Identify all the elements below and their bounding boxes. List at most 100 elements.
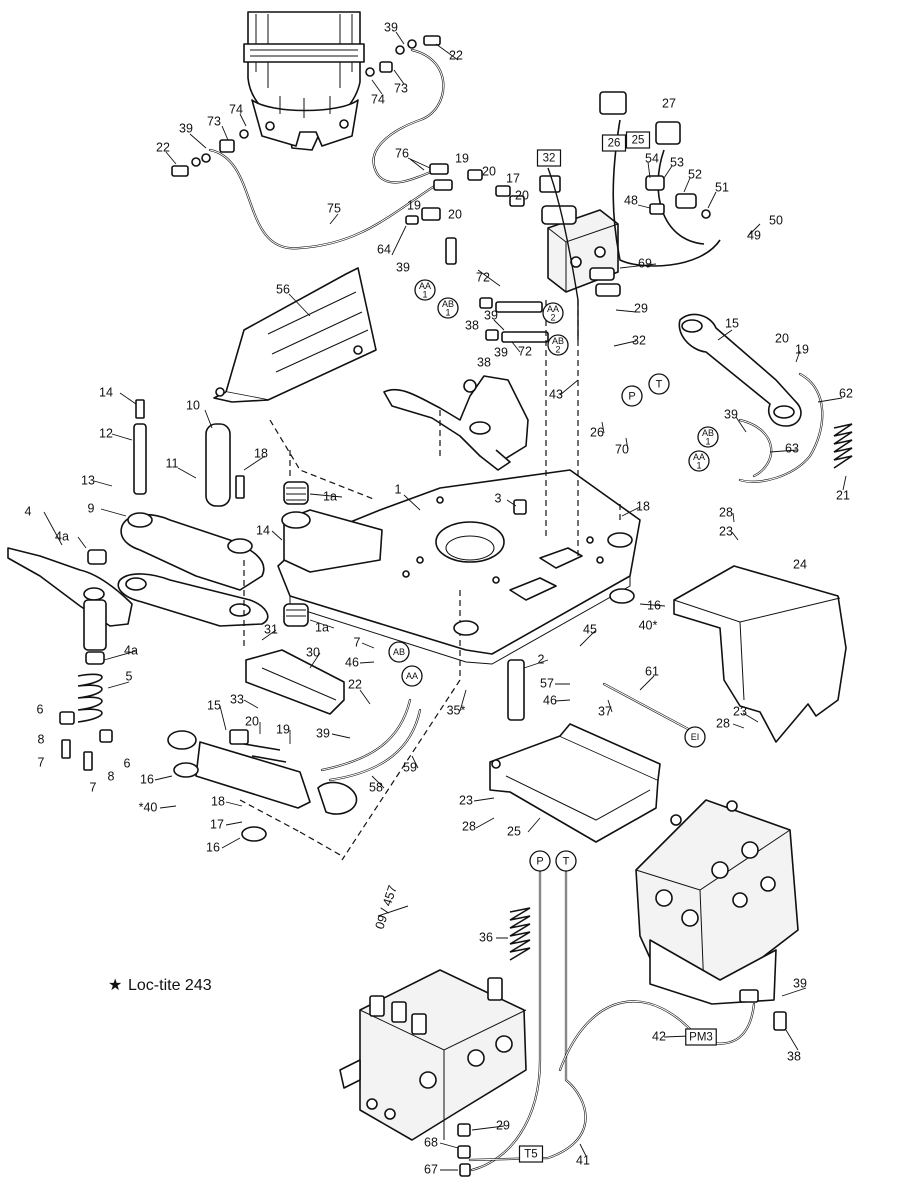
spring-21 [833,423,853,469]
part-label: 5 [126,669,133,683]
valve-block-69 [539,175,621,297]
part-label: 14 [99,385,113,399]
part-label: 4a [124,643,138,657]
part-label: 28 [462,819,476,833]
part-label: 40* [639,618,658,632]
port-circle-outline [414,279,436,301]
part-label: 3 [495,491,502,505]
part-label: 23 [733,704,747,718]
part-label: 22 [348,677,362,691]
valve-fittings [405,169,549,343]
bracket-56 [213,267,377,403]
boxed-label-text: T5 [524,1149,537,1161]
port-code: P [628,390,635,402]
part-label: 28 [719,505,733,519]
part-label: 21 [836,488,850,502]
port-circle-outline [688,450,710,472]
port-index: 1 [696,460,701,470]
part-label: 28 [716,716,730,730]
part-label: 22 [449,48,463,62]
part-label: 67 [424,1162,438,1176]
part-label: 46 [543,693,557,707]
part-label: 51 [715,180,729,194]
port-code: EI [691,732,700,742]
part-label: 20 [775,331,789,345]
part-label: 16 [206,840,220,854]
small-fasteners [59,399,245,771]
part-label: 26 [590,425,604,439]
part-label: 68 [424,1135,438,1149]
part-label: 75 [327,201,341,215]
part-label: 27 [662,96,676,110]
hose-58 [320,698,412,772]
part-label: 19 [455,151,469,165]
port-index: 1 [705,436,710,446]
part-label: 39 [179,121,193,135]
part-label: 7 [354,635,361,649]
port-circle-outline [401,665,423,687]
port-code: T [563,855,570,867]
control-valve-stack-left [339,969,527,1141]
port-circle: AB1 [697,426,719,448]
boxed-label-frame [518,1145,544,1163]
part-label: 19 [276,722,290,736]
port-circle: AA [401,665,423,687]
part-label: 20 [515,188,529,202]
part-label: 76 [395,146,409,160]
part-label: 53 [670,155,684,169]
dashed-relationship-lines [239,300,621,861]
part-label: 42 [652,1029,666,1043]
part-label: 1a [315,620,329,634]
part-label: 49 [747,228,761,242]
part-label: 70 [615,442,629,456]
part-label: 73 [394,81,408,95]
pedal-arm-4 [7,547,133,665]
boxed-label-frame [536,149,562,167]
part-label: 16 [647,598,661,612]
port-circle: P [621,385,643,407]
port-circle-outline [697,426,719,448]
top-fittings [171,35,453,191]
pedal-linkage [383,375,529,471]
part-label: 72 [476,270,490,284]
boxed-label: 26 [601,134,627,152]
port-circle-outline [684,726,706,748]
port-circle: AB [388,641,410,663]
port-code: P [536,855,543,867]
part-number-labels: 11a1a2344a4a5667778891011121314141515161… [25,20,853,1176]
part-label: 15 [207,698,221,712]
part-label: 15 [725,316,739,330]
boxed-label-frame [685,1028,717,1046]
port-circle-outline [547,334,569,356]
spring-36 [509,907,531,961]
part-label: 73 [207,114,221,128]
boxed-label: 25 [625,131,651,149]
part-label: 25 [507,824,521,838]
slew-motor-housing [243,11,365,151]
part-label: 52 [688,167,702,181]
part-label: 29 [496,1118,510,1132]
port-circle: AA1 [688,450,710,472]
part-label: 1a [323,489,337,503]
port-index: 1 [445,307,450,317]
cylinder-15-right [678,313,802,427]
part-label: 19 [407,198,421,212]
part-label: 74 [229,102,243,116]
port-circle-outline [542,302,564,324]
port-code: T [656,378,663,390]
port-code: AB [442,299,454,309]
part-label: 7 [90,780,97,794]
spring-5 [77,673,103,723]
part-label: 62 [839,386,853,400]
part-label: 8 [108,769,115,783]
port-circle: AA1 [414,279,436,301]
part-label: 32 [632,333,646,347]
part-label: 37 [598,704,612,718]
part-label: 17 [506,171,520,185]
boxed-label-text: 26 [608,138,621,150]
part-label: 41 [576,1153,590,1167]
